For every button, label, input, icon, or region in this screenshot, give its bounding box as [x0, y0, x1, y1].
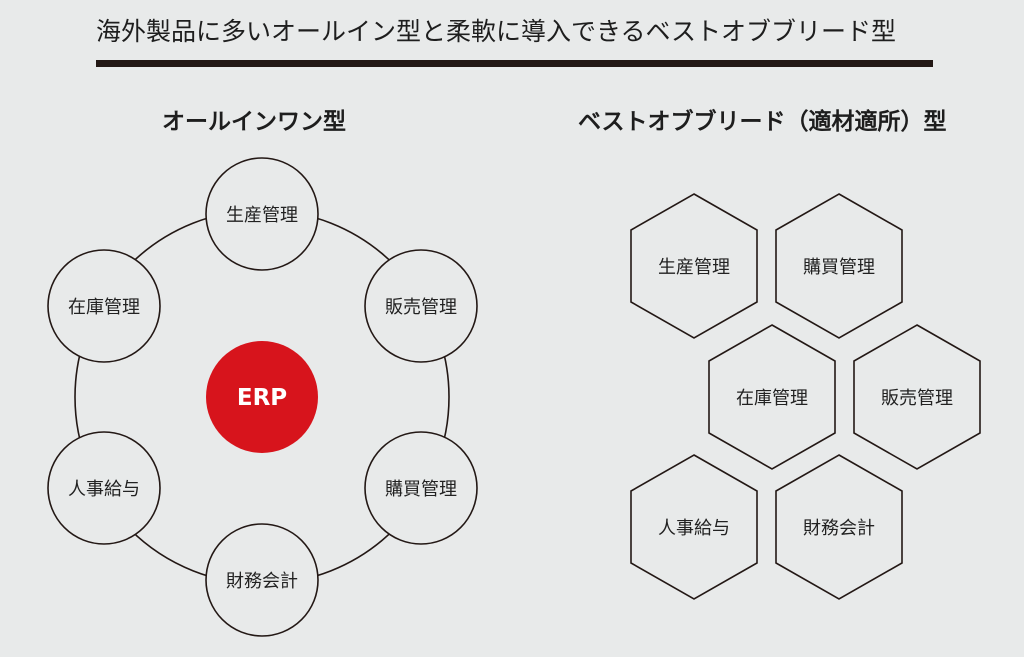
module-node: 人事給与	[47, 431, 161, 545]
module-node-label: 販売管理	[385, 297, 457, 318]
module-node: 財務会計	[205, 523, 319, 637]
best-of-breed-diagram: 生産管理 購買管理 在庫管理 販売管理 人事給与 財務会計	[630, 193, 981, 600]
all-in-one-heading: オールインワン型	[162, 109, 346, 135]
best-of-breed-heading: ベストオブブリード（適材適所）型	[578, 109, 947, 135]
module-hexagon: 生産管理	[630, 193, 758, 339]
module-node-label: 在庫管理	[68, 297, 140, 318]
module-hexagon: 購買管理	[775, 193, 903, 339]
module-node: 生産管理	[205, 157, 319, 271]
module-node-label: 購買管理	[385, 479, 457, 500]
module-hexagon-label: 人事給与	[658, 518, 730, 539]
module-node: 販売管理	[364, 249, 478, 363]
module-hexagon-label: 購買管理	[803, 257, 875, 278]
module-hexagon: 人事給与	[630, 454, 758, 600]
module-hexagon: 在庫管理	[708, 324, 836, 470]
module-node-label: 人事給与	[68, 479, 140, 500]
module-hexagon-label: 販売管理	[881, 388, 953, 409]
erp-core-label: ERP	[237, 385, 287, 411]
module-node: 在庫管理	[47, 249, 161, 363]
module-hexagon: 財務会計	[775, 454, 903, 600]
module-node-label: 生産管理	[226, 205, 298, 226]
module-hexagon-label: 生産管理	[658, 257, 730, 278]
module-hexagon-label: 在庫管理	[736, 388, 808, 409]
title-underline	[96, 60, 933, 67]
module-hexagon-label: 財務会計	[803, 518, 875, 539]
module-hexagon: 販売管理	[853, 324, 981, 470]
all-in-one-diagram: ERP 生産管理 販売管理 購買管理 財務会計 人事給与 在庫管理	[47, 157, 478, 637]
main-title: 海外製品に多いオールイン型と柔軟に導入できるベストオブブリード型	[96, 17, 897, 46]
erp-core-circle	[206, 341, 318, 453]
module-node-label: 財務会計	[226, 571, 298, 592]
module-node: 購買管理	[364, 431, 478, 545]
